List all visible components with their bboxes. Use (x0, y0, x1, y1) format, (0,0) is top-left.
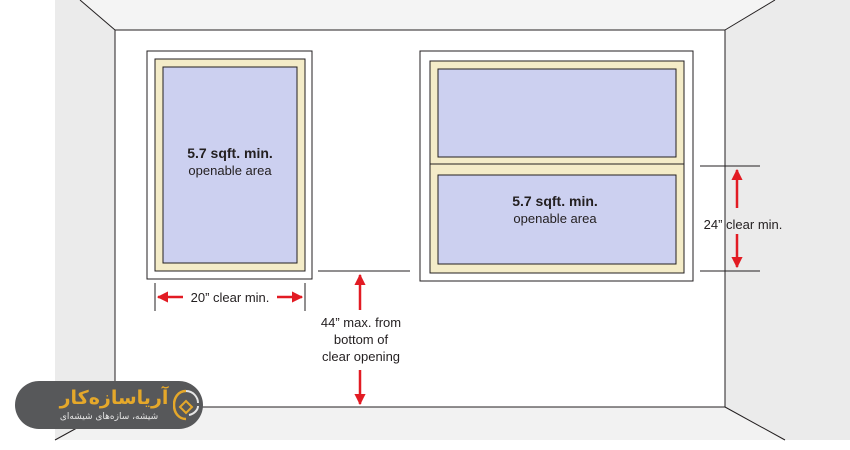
right-window-area-value: 5.7 sqft. min. (512, 193, 598, 209)
left-window-glass (162, 66, 298, 264)
sill-label-line1: 44” max. from (321, 315, 401, 330)
watermark-tagline: شیشه، سازه‌های شیشه‌ای (59, 412, 159, 422)
ceiling (80, 0, 775, 30)
left-window: 5.7 sqft. min. openable area (146, 50, 313, 280)
width-dimension-label: 20” clear min. (191, 290, 270, 305)
sill-height-dimension: 44” max. from bottom of clear opening (318, 270, 410, 406)
right-window: 5.7 sqft. min. openable area (419, 50, 694, 282)
sill-label-line3: clear opening (322, 349, 400, 364)
height-dimension: 24” clear min. (700, 165, 783, 272)
left-side-wall (55, 0, 115, 440)
corner-top-left (79, 0, 116, 31)
watermark-logo: آریاسازه‌کار شیشه، سازه‌های شیشه‌ای (15, 381, 203, 429)
watermark-brand: آریاسازه‌کار (59, 387, 169, 409)
left-window-area-caption: openable area (188, 163, 272, 178)
right-window-upper-glass (437, 68, 677, 158)
right-window-lower-glass (437, 174, 677, 265)
width-dimension: 20” clear min. (154, 283, 306, 311)
height-dimension-label: 24” clear min. (704, 217, 783, 232)
corner-bottom-right (724, 406, 786, 441)
left-window-area-value: 5.7 sqft. min. (187, 145, 273, 161)
corner-top-right (724, 0, 776, 31)
right-side-wall (725, 0, 850, 440)
watermark-emblem-icon (173, 389, 199, 421)
floor (55, 407, 785, 440)
sill-label-line2: bottom of (334, 332, 389, 347)
right-window-area-caption: openable area (513, 211, 597, 226)
